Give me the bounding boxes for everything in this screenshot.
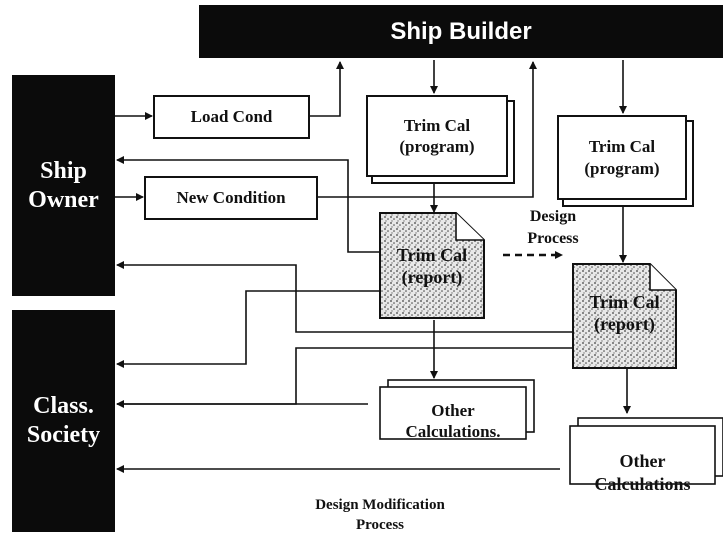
trim-cal-report-right-label: Trim Cal (report) xyxy=(589,292,660,334)
design-process-label: Design Process xyxy=(527,208,579,247)
class-society-label: Class. Society xyxy=(26,393,101,448)
new-condition-box: New Condition xyxy=(144,176,318,220)
report-document-right xyxy=(572,263,677,369)
other-calc-stack-left xyxy=(379,379,535,440)
ship-builder-label: Ship Builder xyxy=(390,17,532,45)
trim-cal-program-right-label: Trim Cal (program) xyxy=(584,137,660,178)
ship-builder-banner: Ship Builder xyxy=(199,5,723,58)
other-calc-stack-right xyxy=(569,417,723,485)
load-cond-box: Load Cond xyxy=(153,95,310,139)
other-calculations-left-label: Other Calculations. xyxy=(405,401,501,442)
design-modification-process-label: Design Modification Process xyxy=(315,497,445,534)
report-document-left xyxy=(379,212,485,319)
class-society-block: Class. Society xyxy=(12,310,115,532)
load-cond-label: Load Cond xyxy=(190,107,273,126)
trim-cal-program-left-label: Trim Cal (program) xyxy=(399,115,475,156)
trim-cal-program-right: Trim Cal (program) xyxy=(557,115,687,200)
new-condition-label: New Condition xyxy=(176,188,286,207)
ship-owner-block: Ship Owner xyxy=(12,75,115,296)
ship-owner-label: Ship Owner xyxy=(28,157,99,213)
trim-cal-program-left: Trim Cal (program) xyxy=(366,95,508,177)
other-calculations-right-label: Other Calculations xyxy=(594,451,691,495)
trim-cal-report-left-label: Trim Cal (report) xyxy=(396,245,468,287)
